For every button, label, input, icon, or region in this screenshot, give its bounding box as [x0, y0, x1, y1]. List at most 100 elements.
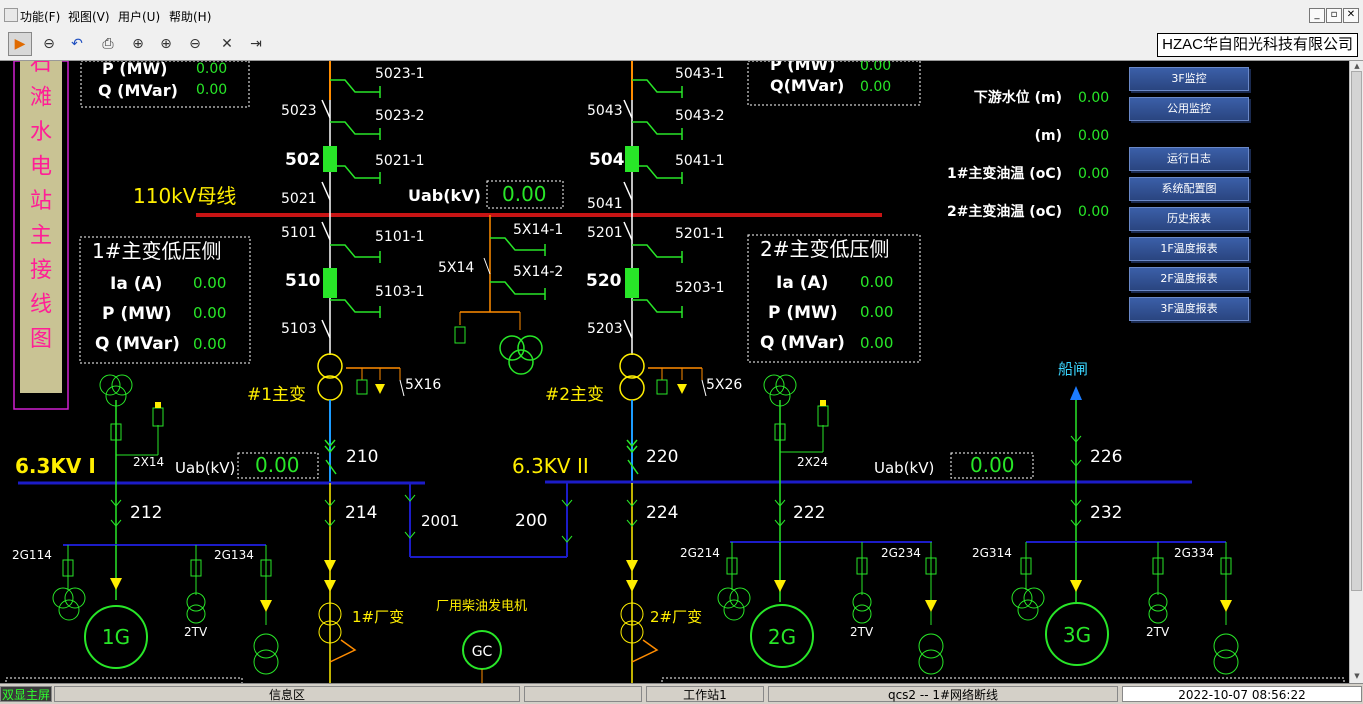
station-title-char: 线	[30, 293, 52, 318]
label-tv3: 2TV	[1146, 625, 1170, 639]
label-5103-1: 5103-1	[375, 284, 425, 300]
zoom-fit-icon[interactable]: ⊕	[132, 36, 144, 52]
top-left-p-label: P (MW)	[102, 61, 168, 78]
undo-icon[interactable]: ↶	[71, 36, 83, 52]
zoom-in-icon[interactable]: ⊕	[160, 36, 172, 52]
nav-3f-temp-report[interactable]: 3F温度报表	[1129, 297, 1249, 321]
label-gen3: 3G	[1063, 623, 1091, 647]
scroll-thumb[interactable]	[1351, 71, 1362, 591]
label-xfmr2: #2主变	[545, 385, 604, 405]
label-510: 510	[285, 271, 321, 291]
label-520: 520	[586, 271, 622, 291]
label-ship-lock: 船闸	[1058, 360, 1088, 378]
label-gen1: 1G	[102, 625, 130, 649]
feeder-510	[317, 215, 405, 484]
breaker-502[interactable]	[323, 146, 337, 172]
label-5x14: 5X14	[438, 260, 474, 276]
restore-button[interactable]: ▫	[1326, 8, 1342, 23]
nav-1f-temp-report[interactable]: 1F温度报表	[1129, 237, 1249, 261]
station-title-char: 图	[30, 327, 52, 352]
cancel-icon[interactable]: ✕	[221, 36, 233, 52]
xfmr1-box	[79, 236, 251, 364]
exit-icon[interactable]: ⇥	[250, 36, 262, 52]
breaker-520[interactable]	[625, 268, 639, 298]
label-5203-1: 5203-1	[675, 280, 725, 296]
feeder-226	[1070, 386, 1082, 482]
feeder-232	[1011, 482, 1239, 675]
label-5101-1: 5101-1	[375, 229, 425, 245]
label-aux1: 1#厂变	[352, 608, 404, 626]
label-5041-1: 5041-1	[675, 153, 725, 169]
label-2x14: 2X14	[133, 455, 164, 469]
nav-system-config[interactable]: 系统配置图	[1129, 177, 1249, 201]
pt-branch-5x14	[454, 215, 546, 375]
xfmr1-p-label: P (MW)	[102, 304, 172, 324]
scroll-up-icon[interactable]: ▲	[1354, 62, 1360, 70]
station-title-char: 接	[30, 258, 52, 283]
label-224: 224	[646, 503, 678, 523]
top-right-q-value: 0.00	[860, 79, 891, 95]
print-icon[interactable]: ⎙	[102, 36, 114, 52]
measure-value-3: 0.00	[1078, 204, 1109, 220]
bus-tie-2001	[404, 482, 573, 558]
label-5x26: 5X26	[706, 377, 742, 393]
nav-3f-monitor[interactable]: 3F监控	[1129, 67, 1249, 91]
label-2g214: 2G214	[680, 546, 720, 560]
station-title-char: 石	[30, 61, 52, 76]
label-220: 220	[646, 447, 678, 467]
status-mode[interactable]: 双显主屏	[0, 686, 52, 702]
xfmr1-p-value: 0.00	[193, 304, 226, 322]
status-info: 信息区	[54, 686, 520, 702]
close-button[interactable]: ✕	[1343, 8, 1359, 23]
menu-user[interactable]: 用户(U)	[118, 10, 161, 24]
pause-icon[interactable]: ⊖	[43, 36, 55, 52]
label-tv1: 2TV	[184, 625, 208, 639]
top-left-p-value: 0.00	[196, 61, 227, 77]
play-icon[interactable]: ▶	[8, 32, 32, 56]
status-bar: 双显主屏 信息区 工作站1 qcs2 -- 1#网络断线 2022-10-07 …	[0, 683, 1363, 704]
feeder-520	[619, 215, 707, 484]
nav-run-log[interactable]: 运行日志	[1129, 147, 1249, 171]
toolbar: ▶ ⊖ ↶ ⎙ ⊕ ⊕ ⊖ ✕ ⇥ HZAC华自阳光科技有限公司	[0, 30, 1363, 61]
measure-label-1: (m)	[1035, 128, 1062, 144]
label-210: 210	[346, 447, 378, 467]
menu-view[interactable]: 视图(V)	[68, 10, 110, 24]
nav-history-report[interactable]: 历史报表	[1129, 207, 1249, 231]
nav-public-monitor[interactable]: 公用监控	[1129, 97, 1249, 121]
scroll-down-icon[interactable]: ▼	[1354, 672, 1360, 680]
label-232: 232	[1090, 503, 1122, 523]
vertical-scrollbar[interactable]: ▲ ▼	[1349, 61, 1363, 683]
uab1-label: Uab(kV)	[175, 459, 235, 477]
label-226: 226	[1090, 447, 1122, 467]
menu-help[interactable]: 帮助(H)	[169, 10, 212, 24]
xfmr2-box	[747, 234, 921, 363]
measure-value-2: 0.00	[1078, 166, 1109, 182]
title-frame-inner	[20, 61, 62, 393]
xfmr1-q-label: Q (MVar)	[95, 334, 180, 354]
feeder-214	[318, 483, 357, 683]
label-222: 222	[793, 503, 825, 523]
zoom-out-icon[interactable]: ⊖	[189, 36, 201, 52]
label-5021: 5021	[281, 191, 317, 207]
breaker-504[interactable]	[625, 146, 639, 172]
top-left-q-label: Q (MVar)	[98, 81, 178, 100]
top-left-box	[80, 61, 250, 108]
station-title-char: 站	[30, 189, 52, 214]
uab1-box	[237, 452, 319, 479]
feeder-502	[321, 61, 381, 215]
top-right-p-label: P (MW)	[770, 61, 836, 74]
breaker-510[interactable]	[323, 268, 337, 298]
label-5023-1: 5023-1	[375, 66, 425, 82]
menu-function[interactable]: 功能(F)	[20, 10, 61, 24]
xfmr2-title: 2#主变低压侧	[760, 237, 889, 261]
label-2g114: 2G114	[12, 548, 52, 562]
label-5041: 5041	[587, 196, 623, 212]
xfmr1-ia-value: 0.00	[193, 274, 226, 292]
minimize-button[interactable]: _	[1309, 8, 1325, 23]
pt-2x24	[763, 374, 829, 482]
feeder-224	[620, 483, 659, 683]
label-aux2: 2#厂变	[650, 608, 702, 626]
measure-partial: —	[930, 61, 944, 68]
nav-2f-temp-report[interactable]: 2F温度报表	[1129, 267, 1249, 291]
status-datetime: 2022-10-07 08:56:22	[1122, 686, 1362, 702]
